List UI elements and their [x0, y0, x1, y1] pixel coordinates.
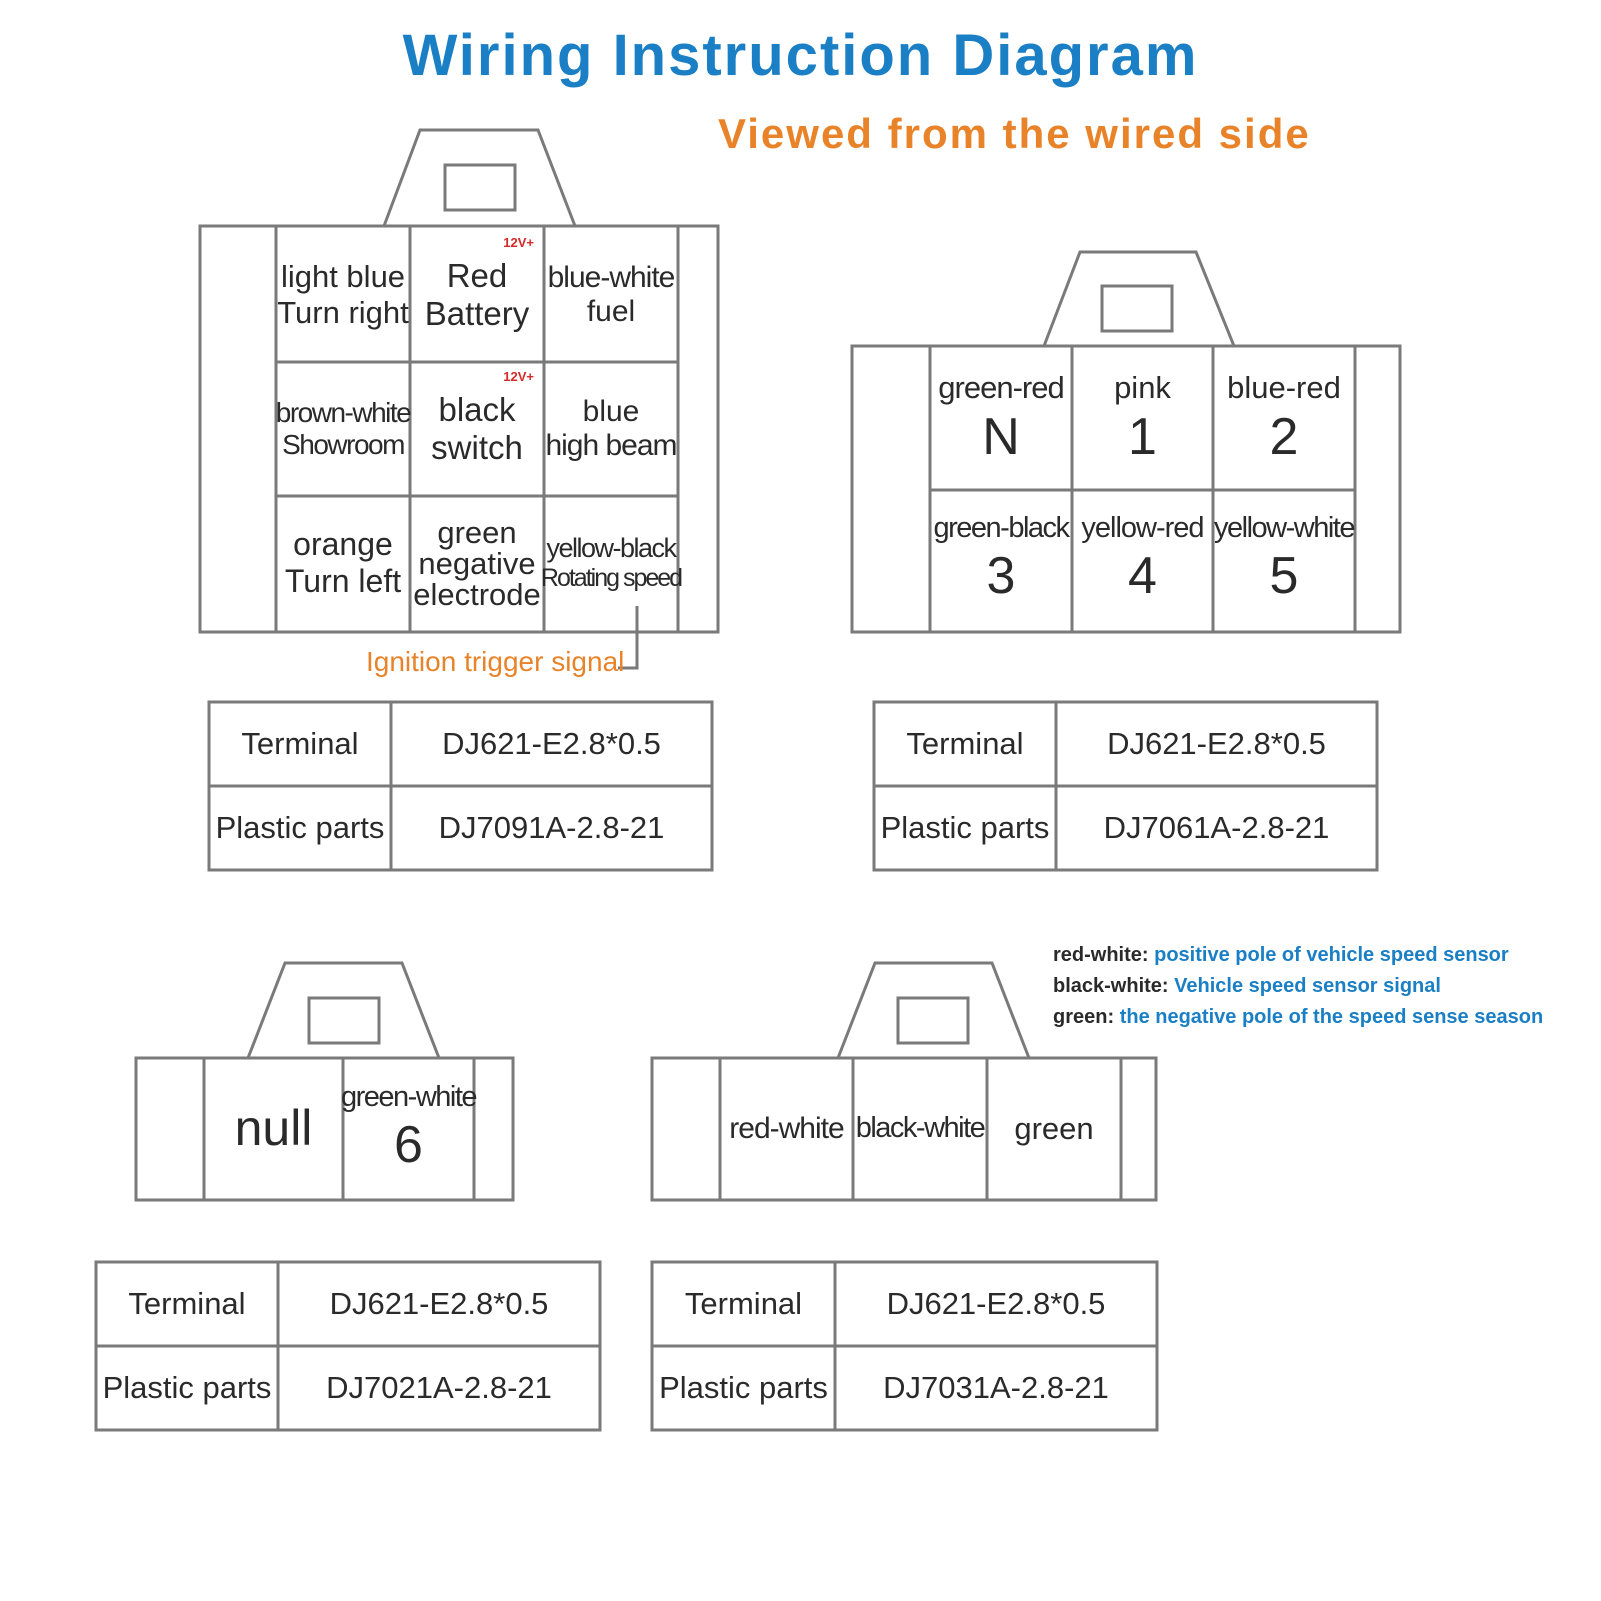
null-label: null	[234, 1100, 313, 1157]
legend-item: black-white: Vehicle speed sensor signal	[1053, 975, 1441, 998]
connector-b-cell-green-red: green-red N	[930, 348, 1072, 490]
pin-number: 4	[1128, 547, 1157, 606]
connector-b-cell-yellow-red: yellow-red 4	[1072, 490, 1213, 630]
pin-number: 1	[1128, 407, 1157, 466]
wire-function-label: electrode	[413, 576, 541, 612]
wire-color-label: black	[438, 391, 516, 429]
pin-number: 3	[986, 547, 1016, 606]
plastic-parts-label: Plastic parts	[215, 810, 385, 845]
wire-function-label: Showroom	[282, 429, 405, 460]
plastic-parts-value: DJ7031A-2.8-21	[883, 1370, 1109, 1405]
wire-color-label: black-white	[855, 1112, 986, 1145]
wire-color-label: blue-red	[1227, 369, 1341, 405]
wire-color-label: red-white	[729, 1111, 844, 1145]
connector-d-spec-outline	[650, 1260, 1159, 1432]
terminal-value: DJ621-E2.8*0.5	[1107, 726, 1326, 761]
pin-number: 6	[394, 1116, 423, 1175]
connector-a-cell-brown-white: brown-white Showroom	[275, 362, 412, 496]
connector-b-cell-pink: pink 1	[1072, 348, 1213, 490]
wire-color-label: yellow-red	[1081, 512, 1204, 545]
wire-color-label: blue-white	[547, 260, 676, 294]
voltage-badge: 12V+	[503, 369, 534, 384]
terminal-value: DJ621-E2.8*0.5	[886, 1286, 1106, 1321]
wire-color-label: pink	[1114, 369, 1171, 405]
legend-value: positive pole of vehicle speed sensor	[1154, 944, 1509, 966]
connector-a-cell-blue: blue high beam	[544, 362, 678, 496]
connector-c-cell-green-white: green-white 6	[340, 1060, 478, 1198]
terminal-value: DJ621-E2.8*0.5	[329, 1286, 549, 1321]
connector-a-cell-blue-white: blue-white fuel	[544, 228, 678, 362]
plastic-parts-label: Plastic parts	[102, 1370, 272, 1405]
terminal-label: Terminal	[241, 726, 359, 761]
connector-d-outline	[650, 961, 1158, 1202]
page-subtitle: Viewed from the wired side	[718, 110, 1311, 157]
connector-a-cell-yellow-black: yellow-black Rotating speed	[540, 496, 683, 630]
wire-color-label: light blue	[280, 259, 406, 295]
connector-b-spec-outline	[872, 700, 1379, 872]
wire-color-label: brown-white	[275, 396, 412, 428]
wire-function-label: negative	[418, 545, 536, 581]
legend-item: green: the negative pole of the speed se…	[1053, 1006, 1543, 1029]
wire-function-label: high beam	[545, 429, 677, 462]
legend-key: red-white:	[1053, 944, 1149, 966]
wire-color-label: green-white	[340, 1081, 478, 1114]
legend-key: black-white:	[1053, 975, 1169, 997]
wire-function-label: fuel	[586, 295, 636, 328]
connector-a-cell-orange: orange Turn left	[276, 496, 410, 630]
plastic-parts-value: DJ7091A-2.8-21	[438, 810, 665, 845]
connector-b-cell-yellow-white: yellow-white 5	[1213, 490, 1355, 630]
page-title: Wiring Instruction Diagram	[402, 23, 1199, 88]
connector-a-spec-outline	[207, 700, 714, 872]
connector-a-cell-light-blue: light blue Turn right	[276, 228, 410, 362]
pin-number: 5	[1269, 547, 1299, 606]
wire-color-label: green	[1014, 1111, 1094, 1147]
connector-b-outline	[850, 250, 1402, 634]
wire-color-label: yellow-black	[546, 533, 677, 564]
connector-a-cell-black: 12V+ black switch	[410, 362, 544, 496]
connector-d-cell-green: green	[987, 1060, 1121, 1198]
connector-c-cell-null: null	[204, 1060, 343, 1198]
connector-b-cell-green-black: green-black 3	[930, 490, 1072, 630]
connector-b-cell-blue-red: blue-red 2	[1213, 348, 1355, 490]
connector-c-spec-outline	[94, 1260, 602, 1432]
voltage-badge: 12V+	[503, 235, 534, 250]
terminal-value: DJ621-E2.8*0.5	[442, 726, 661, 761]
pin-number: 2	[1269, 407, 1299, 466]
connector-a-cell-green: green negative electrode	[410, 496, 544, 630]
ignition-trigger-label: Ignition trigger signal	[366, 646, 625, 677]
legend-key: green:	[1053, 1006, 1115, 1028]
plastic-parts-label: Plastic parts	[659, 1370, 828, 1405]
connector-d-cell-red-white: red-white	[720, 1060, 853, 1198]
legend-item: red-white: positive pole of vehicle spee…	[1053, 944, 1509, 967]
wire-color-label: green-black	[933, 512, 1070, 545]
wire-function-label: Turn left	[284, 563, 402, 599]
wire-color-label: yellow-white	[1214, 512, 1355, 545]
wire-color-label: green	[437, 514, 517, 550]
wire-color-label: Red	[446, 257, 508, 295]
wire-function-label: Rotating speed	[540, 564, 683, 593]
terminal-label: Terminal	[128, 1286, 246, 1321]
wire-color-label: green-red	[938, 369, 1064, 405]
wire-function-label: switch	[431, 429, 523, 466]
connector-a-outline	[198, 128, 720, 670]
legend-value: the negative pole of the speed sense sea…	[1119, 1006, 1544, 1028]
connector-a-cell-red: 12V+ Red Battery	[410, 228, 544, 362]
connector-d-cell-black-white: black-white	[853, 1060, 987, 1198]
connector-c-outline	[134, 961, 515, 1202]
wire-function-label: Turn right	[277, 295, 409, 330]
wire-function-label: Battery	[424, 295, 530, 332]
plastic-parts-value: DJ7061A-2.8-21	[1103, 810, 1330, 845]
wire-color-label: blue	[582, 394, 640, 428]
wire-color-label: orange	[293, 526, 393, 563]
terminal-label: Terminal	[906, 726, 1024, 761]
terminal-label: Terminal	[684, 1286, 803, 1321]
plastic-parts-value: DJ7021A-2.8-21	[326, 1370, 552, 1405]
legend-value: Vehicle speed sensor signal	[1174, 975, 1441, 997]
plastic-parts-label: Plastic parts	[880, 810, 1050, 845]
pin-number: N	[982, 407, 1020, 466]
